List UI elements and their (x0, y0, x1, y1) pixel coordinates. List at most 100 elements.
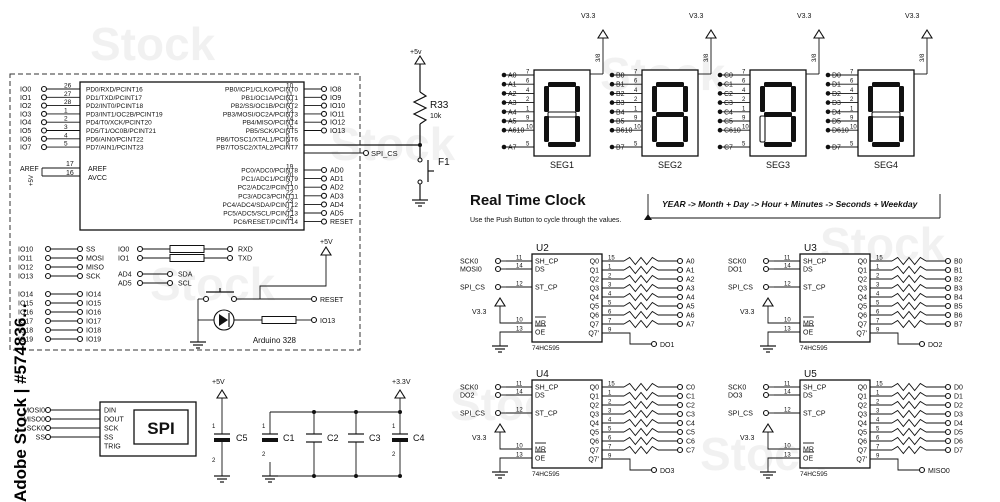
pin-terminal (44, 245, 52, 253)
sr-right-pin: Q4 (858, 421, 867, 428)
sr-output-net: B6 (954, 313, 963, 320)
supply-arrow-icon (597, 28, 609, 39)
sr-right-pin-num: 9 (876, 328, 880, 334)
uart-net-label: TXD (238, 256, 252, 263)
segment-pin-num: 1 (850, 106, 854, 112)
pin-terminal (202, 295, 210, 303)
segment-pin-num: 1 (634, 106, 638, 112)
sr-right-pin-num: 7 (608, 445, 612, 451)
series-resistor (891, 382, 927, 392)
arduino-right-terminal (320, 119, 328, 126)
sr-right-pin: Q1 (590, 394, 599, 401)
bus-io-label: IO16 (18, 310, 33, 317)
segment-a (764, 82, 792, 87)
series-resistor (623, 256, 659, 266)
sr-right-pin-num: 15 (608, 256, 615, 262)
segment-pin-net: C1 (724, 82, 733, 89)
segment-pin-num: 4 (526, 88, 530, 94)
arduino-left-fn: PD4/T0/XCK/PCINT20 (86, 120, 152, 127)
sr-right-pin-num: 5 (876, 427, 880, 433)
sr-right-pin-num: 4 (876, 418, 880, 424)
pin-terminal (944, 320, 952, 328)
pin-terminal (676, 383, 684, 391)
segment-a (656, 82, 684, 87)
sr-output-net: C4 (686, 421, 695, 428)
sr-output-net: D5 (954, 430, 963, 437)
pin-terminal (944, 446, 952, 454)
sr-cs-net: SPI_CS (728, 285, 753, 292)
series-resistor (891, 319, 927, 329)
pin-terminal (226, 245, 234, 253)
pin-terminal (44, 272, 52, 280)
bus-io-label: IO18 (18, 328, 33, 335)
pin-terminal (494, 409, 502, 417)
sr-output-net: D1 (954, 394, 963, 401)
segment-pin-net: A610 (508, 128, 524, 135)
watermark-text: Adobe Stock | #574836... (11, 304, 30, 502)
pull-up-and-button: +5v R33 10k F1 (410, 49, 450, 207)
pin-terminal (944, 275, 952, 283)
svg-text:Stock: Stock (90, 18, 216, 70)
pin-terminal (166, 279, 174, 287)
sr-output-net: A6 (686, 313, 695, 320)
led-terminal (310, 316, 318, 324)
pin-terminal (944, 266, 952, 274)
pin-terminal (136, 279, 144, 287)
uart-io-label: IO1 (118, 256, 129, 263)
arduino-port-c-pin-num: 22 (286, 189, 294, 196)
pin-terminal (136, 270, 144, 278)
sr-right-pin-num: 4 (876, 292, 880, 298)
segment-g (871, 111, 901, 118)
arduino-port-c-terminal (320, 166, 328, 174)
pin-terminal (44, 415, 52, 423)
shift-register-part: 74HC595 (800, 471, 828, 478)
segment-pin-net: D5 (832, 119, 841, 126)
series-resistor (623, 310, 659, 320)
sr-left-pin-num: 14 (784, 390, 791, 396)
segment-pin-net: B3 (616, 100, 625, 107)
segment-pin-num: 6 (742, 79, 746, 85)
segment-pin-num: 4 (742, 88, 746, 94)
segment-d (764, 142, 792, 147)
bus-net-label: IO15 (86, 301, 101, 308)
segment-pin-net: B1 (616, 82, 625, 89)
segment-pin-num: 6 (850, 79, 854, 85)
sr-output-net: D6 (954, 439, 963, 446)
shift-register-part: 74HC595 (532, 345, 560, 352)
pin-terminal (676, 275, 684, 283)
segment-pin-net: C2 (724, 91, 733, 98)
pin-terminal (76, 254, 84, 262)
sr-right-pin-num: 6 (876, 436, 880, 442)
sr-output-net: A0 (686, 259, 695, 266)
sr-right-pin-num: 7 (608, 319, 612, 325)
pin-terminal (676, 320, 684, 328)
sr-right-pin: Q7 (590, 448, 599, 455)
sr-left-pin-num: 10 (784, 318, 791, 324)
sr-output-net: A4 (686, 295, 695, 302)
segment-g (547, 111, 577, 118)
segment-pin-net: C7 (724, 145, 733, 152)
arduino-left-terminal (40, 94, 48, 101)
bus-net-label: IO18 (86, 328, 101, 335)
segment-pin-net: B5 (616, 119, 625, 126)
segment-pin-net: A5 (508, 119, 517, 126)
sr-output-net: D4 (954, 421, 963, 428)
pin-terminal (676, 392, 684, 400)
sr-right-pin-num: 2 (876, 274, 880, 280)
sr-cs-net: SPI_CS (728, 411, 753, 418)
segment-pin-num: 6 (634, 79, 638, 85)
pin-terminal (166, 270, 174, 278)
sr-right-pin-num: 4 (608, 292, 612, 298)
sr-left-pin: DS (535, 393, 545, 400)
sr-left-pin: OE (535, 456, 545, 463)
segment-pin-net: D610 (832, 128, 849, 135)
sr-right-pin: Q3 (590, 286, 599, 293)
sr-right-pin: Q3 (858, 286, 867, 293)
segment-f (544, 86, 549, 112)
pin-terminal (944, 410, 952, 418)
shift-register-name: U4 (536, 369, 549, 380)
